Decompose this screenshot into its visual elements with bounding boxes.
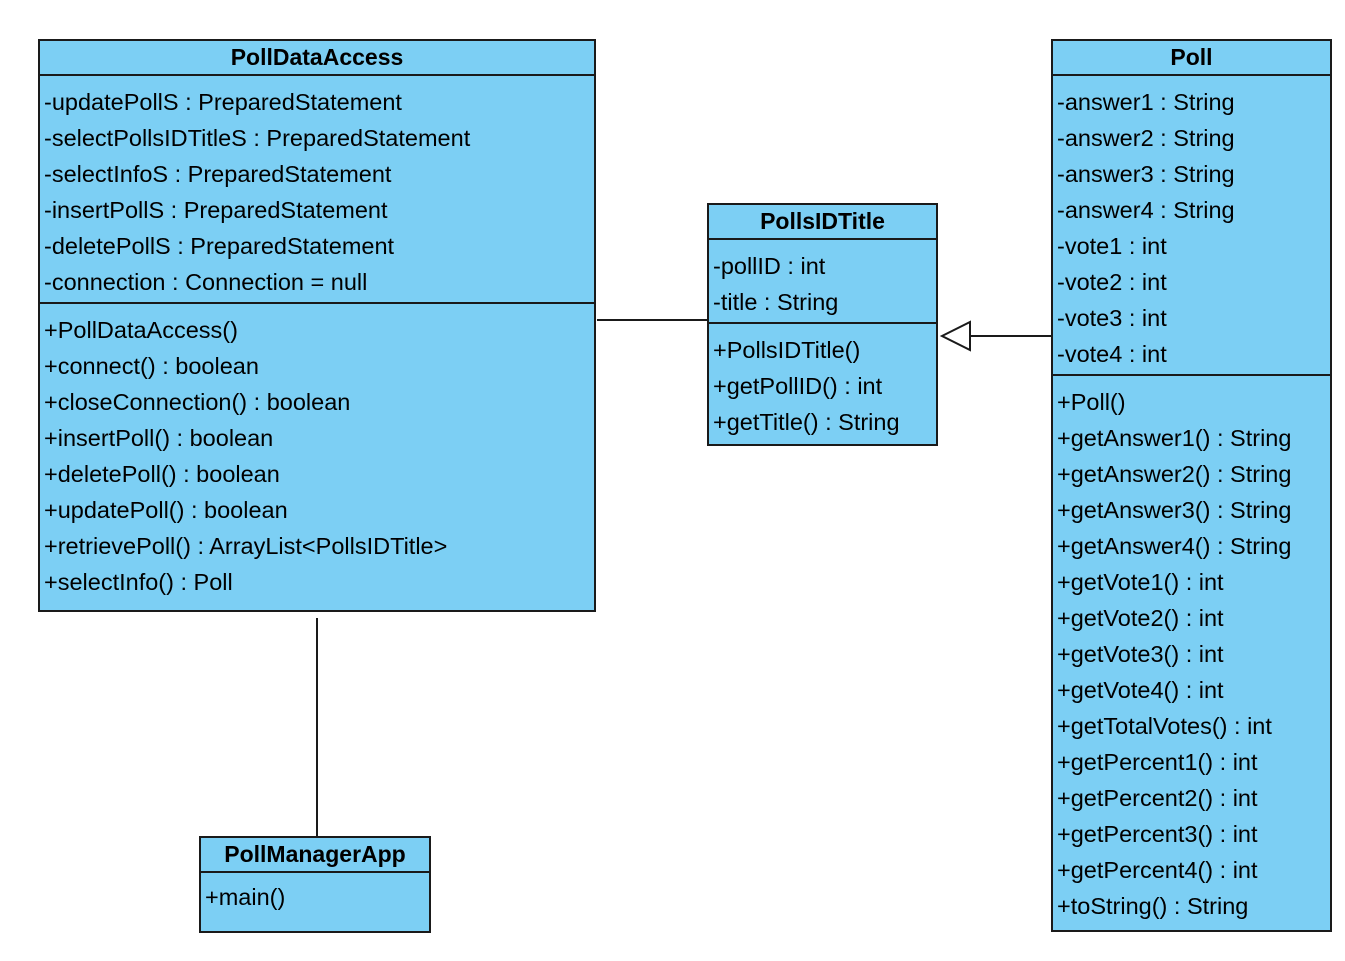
operation: +getPollID() : int [713,373,883,399]
operation: +getAnswer2() : String [1057,461,1292,487]
generalization-arrowhead [939,320,971,352]
attribute: -vote3 : int [1057,305,1167,331]
operations-compartment: +PollDataAccess() +connect() : boolean +… [40,304,594,606]
operation: +insertPoll() : boolean [44,425,274,451]
class-pollsidtitle[interactable]: PollsIDTitle -pollID : int -title : Stri… [707,203,938,446]
operations-compartment: +main() [201,873,429,921]
class-name: PollManagerApp [201,838,429,873]
attribute: -pollID : int [713,253,826,279]
class-name: Poll [1053,41,1330,76]
operation: +selectInfo() : Poll [44,569,233,595]
operation: +getPercent1() : int [1057,749,1258,775]
attribute: -selectPollsIDTitleS : PreparedStatement [44,125,471,151]
operation: +getVote2() : int [1057,605,1224,631]
operation: +deletePoll() : boolean [44,461,280,487]
operation: +getTitle() : String [713,409,900,435]
operation: +getAnswer3() : String [1057,497,1292,523]
attributes-compartment: -answer1 : String -answer2 : String -ans… [1053,76,1330,376]
attributes-compartment: -updatePollS : PreparedStatement -select… [40,76,594,304]
attribute: -answer1 : String [1057,89,1235,115]
operation: +getPercent2() : int [1057,785,1258,811]
attribute: -answer3 : String [1057,161,1235,187]
operation: +getAnswer4() : String [1057,533,1292,559]
attribute: -connection : Connection = null [44,269,368,295]
operation: +closeConnection() : boolean [44,389,351,415]
attribute: -deletePollS : PreparedStatement [44,233,395,259]
operation: +getPercent4() : int [1057,857,1258,883]
operation: +Poll() [1057,389,1126,415]
attribute: -answer4 : String [1057,197,1235,223]
operation: +getVote3() : int [1057,641,1224,667]
operation: +PollDataAccess() [44,317,238,343]
class-pollmanagerapp[interactable]: PollManagerApp +main() [199,836,431,933]
operations-compartment: +PollsIDTitle() +getPollID() : int +getT… [709,324,936,446]
operations-compartment: +Poll() +getAnswer1() : String +getAnswe… [1053,376,1330,930]
operation: +main() [205,884,286,910]
attribute: -insertPollS : PreparedStatement [44,197,388,223]
class-poll[interactable]: Poll -answer1 : String -answer2 : String… [1051,39,1332,932]
attribute: -updatePollS : PreparedStatement [44,89,402,115]
operation: +PollsIDTitle() [713,337,861,363]
attribute: -vote4 : int [1057,341,1167,367]
operation: +updatePoll() : boolean [44,497,288,523]
operation: +retrievePoll() : ArrayList<PollsIDTitle… [44,533,448,559]
operation: +getAnswer1() : String [1057,425,1292,451]
operation: +getVote1() : int [1057,569,1224,595]
attribute: -title : String [713,289,839,315]
class-polldataaccess[interactable]: PollDataAccess -updatePollS : PreparedSt… [38,39,596,612]
attribute: -vote2 : int [1057,269,1167,295]
attribute: -answer2 : String [1057,125,1235,151]
class-name: PollDataAccess [40,41,594,76]
operation: +toString() : String [1057,893,1249,919]
operation: +connect() : boolean [44,353,259,379]
class-name: PollsIDTitle [709,205,936,240]
attribute: -selectInfoS : PreparedStatement [44,161,392,187]
attribute: -vote1 : int [1057,233,1167,259]
attributes-compartment: -pollID : int -title : String [709,240,936,324]
operation: +getVote4() : int [1057,677,1224,703]
operation: +getPercent3() : int [1057,821,1258,847]
operation: +getTotalVotes() : int [1057,713,1272,739]
